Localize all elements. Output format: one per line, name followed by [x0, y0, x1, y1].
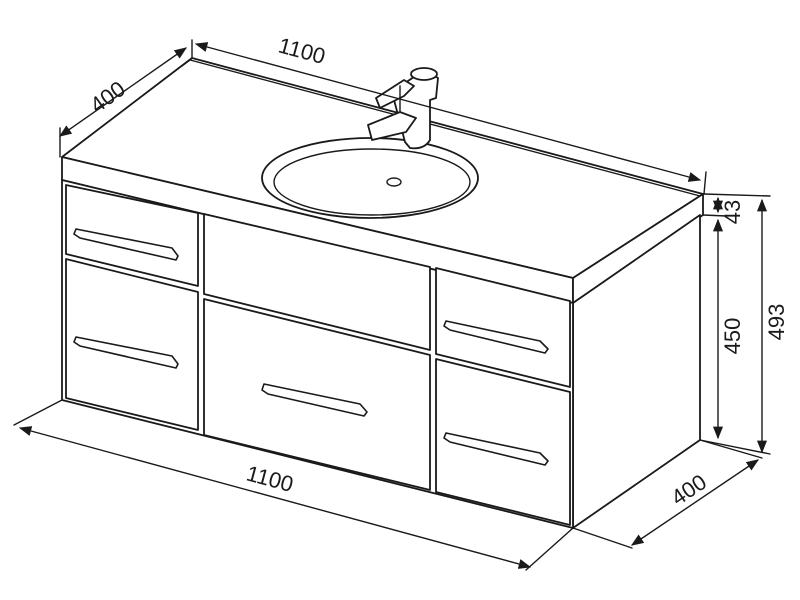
ext-line	[572, 527, 633, 549]
dim-line-top-depth	[58, 47, 188, 137]
dim-line-bottom-width	[18, 426, 532, 569]
handle-center-lower	[261, 383, 368, 417]
label-total-height: 493	[764, 304, 789, 341]
dim-line-top-width	[194, 42, 702, 182]
basin-rim	[261, 137, 479, 219]
label-countertop-thickness: 43	[720, 200, 745, 224]
basin	[261, 137, 479, 219]
drawer-left-upper	[65, 184, 199, 287]
ext-line	[525, 527, 574, 571]
label-top-width: 1100	[276, 33, 328, 69]
drawer-center-upper	[203, 213, 431, 351]
handle-right-upper	[443, 320, 549, 354]
drawer-right-upper	[435, 267, 571, 388]
ext-line	[702, 214, 727, 217]
label-cabinet-height: 450	[720, 318, 745, 355]
dim-line-bottom-depth	[630, 459, 760, 546]
label-bottom-depth: 400	[667, 469, 711, 510]
handle-left-lower	[73, 336, 179, 369]
ext-line	[13, 399, 63, 426]
ext-line	[703, 193, 771, 197]
handle-left-upper	[73, 228, 179, 261]
ext-line	[699, 439, 771, 455]
dimension-lines	[13, 39, 771, 571]
ext-line	[703, 171, 707, 195]
ext-line	[699, 439, 763, 459]
